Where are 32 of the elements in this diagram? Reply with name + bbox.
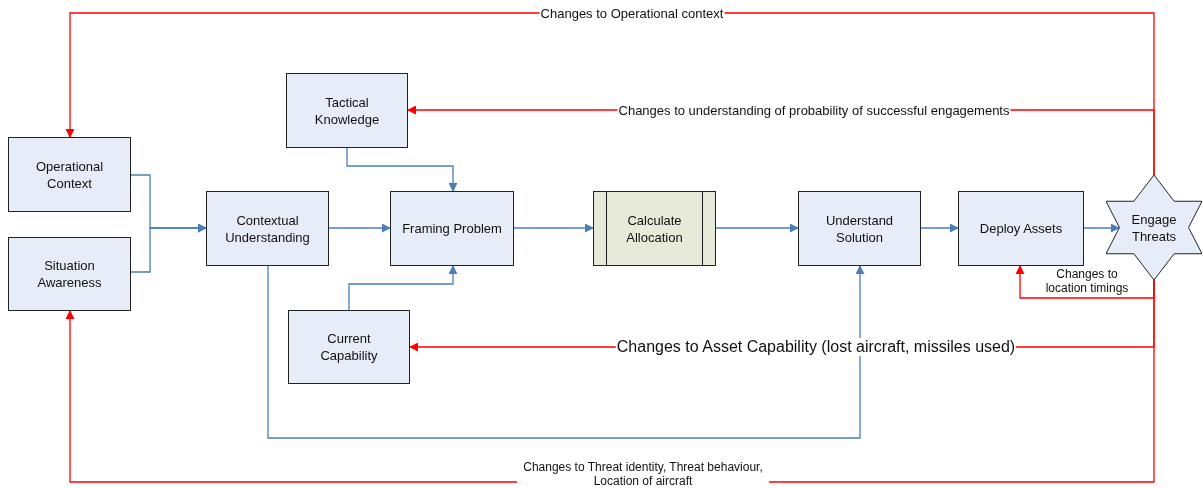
process-box: [206, 191, 329, 266]
node-label: Deploy Assets: [978, 220, 1064, 237]
arrow: [513, 223, 594, 233]
arrow: [715, 223, 799, 233]
process-box: [286, 73, 408, 148]
arrow: [1015, 265, 1155, 299]
process-box: [8, 237, 131, 311]
process-box: [798, 191, 921, 266]
predefined-process-box: [593, 191, 716, 266]
process-box: [958, 191, 1084, 266]
arrow: [920, 223, 959, 233]
node-label: Tactical Knowledge: [313, 93, 381, 128]
node-label: Operational Context: [34, 157, 105, 192]
arrow: [267, 265, 865, 439]
node-label: Understand Solution: [824, 211, 895, 246]
node-label: Current Capability: [319, 330, 379, 364]
arrow: [130, 223, 207, 273]
process-box: [288, 310, 410, 384]
edge-label: Changes to Threat identity, Threat behaviour, Location of aircraft: [517, 460, 769, 488]
process-box: [390, 191, 514, 266]
process-box: [8, 137, 131, 212]
node-label: Framing Problem: [401, 220, 503, 237]
arrow: [348, 265, 458, 311]
arrow: [1083, 223, 1120, 233]
arrow: [346, 147, 458, 192]
node-label: Situation Awareness: [36, 257, 103, 291]
node-label: Contextual Understanding: [224, 211, 311, 246]
star-shape: [1106, 175, 1202, 280]
node-label: Calculate Allocation: [625, 211, 684, 246]
edge-label: Changes to Asset Capability (lost aircraft, missiles used): [615, 338, 1017, 356]
node-label: Engage Threats: [1130, 210, 1178, 245]
arrow: [328, 223, 391, 233]
